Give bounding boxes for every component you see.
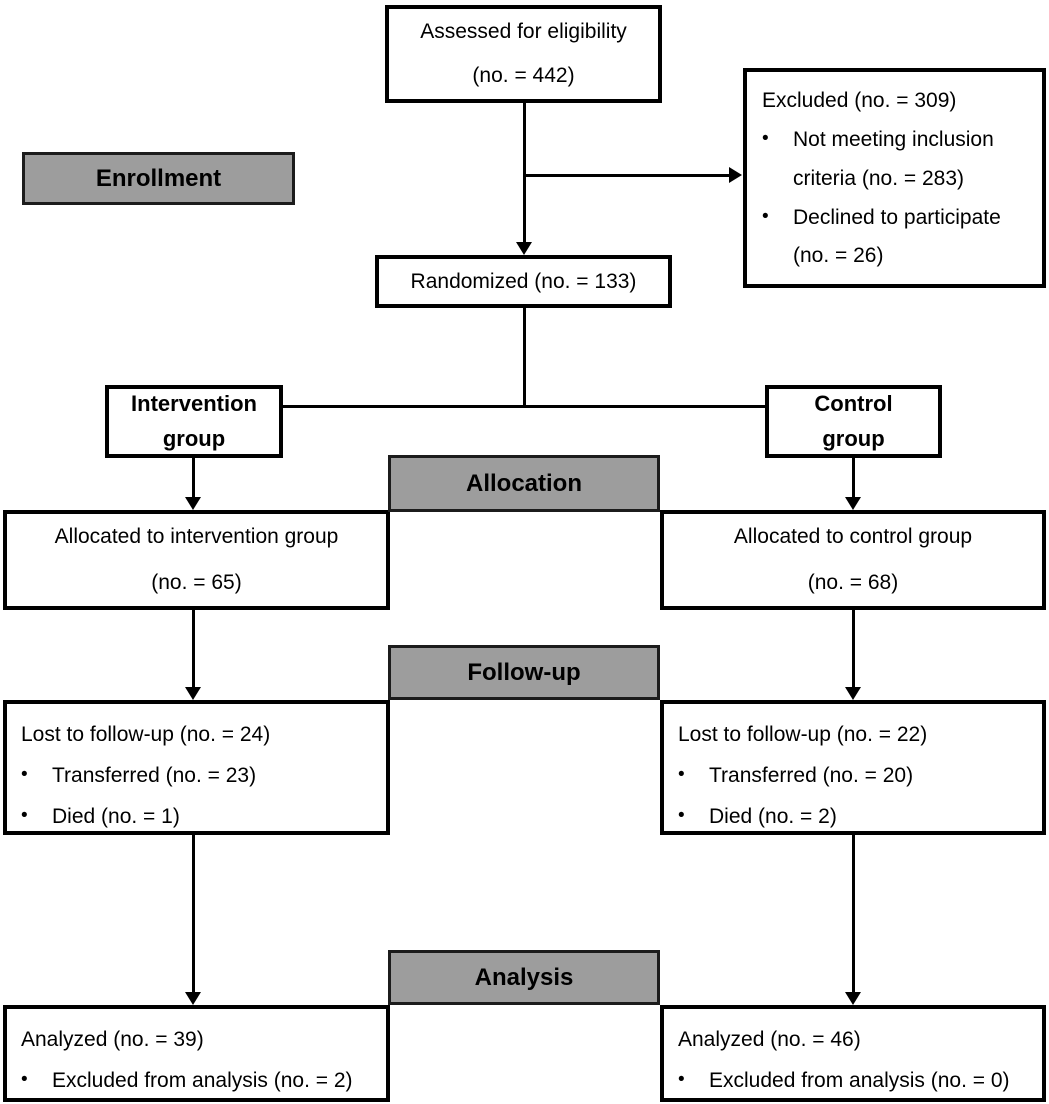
bullet-text: Excluded from analysis (no. = 0) [709,1068,1010,1092]
bullet-list: • Excluded from analysis (no. = 2) [21,1061,372,1102]
bullet-text: Excluded from analysis (no. = 2) [52,1068,353,1092]
box-lost-control: Lost to follow-up (no. = 22) • Transferre… [660,700,1046,835]
box-text-line: group [822,425,885,451]
box-title: Lost to follow-up (no. = 24) [21,723,271,746]
bullet-icon: • [21,1068,28,1090]
stage-label-enrollment: Enrollment [22,152,295,205]
box-lost-intervention: Lost to follow-up (no. = 24) • Transferre… [3,700,390,835]
bullet-item: • Transferred (no. = 23) [21,756,372,797]
bullet-item: • Transferred (no. = 20) [678,756,1028,797]
box-excluded: Excluded (no. = 309) • Not meeting inclus… [743,68,1046,288]
stage-label-text: Allocation [465,469,582,497]
stage-label-analysis: Analysis [388,950,660,1005]
box-title: Excluded (no. = 309) [762,89,957,112]
box-text-line: (no. = 65) [151,571,242,594]
box-analyzed-control: Analyzed (no. = 46) • Excluded from analy… [660,1005,1046,1102]
bullet-text: Died (no. = 2) [709,804,837,828]
arrowhead-allocated-intervention [185,497,201,510]
bullet-item: • Excluded from analysis (no. = 2) [21,1061,372,1102]
bullet-text: Transferred (no. = 20) [709,763,914,787]
box-assessed-eligibility: Assessed for eligibility (no. = 442) [385,5,662,103]
box-text-line: Allocated to intervention group [54,525,339,548]
box-title: Analyzed (no. = 46) [678,1028,861,1051]
bullet-item: • Died (no. = 2) [678,797,1028,838]
box-allocated-intervention: Allocated to intervention group (no. = 6… [3,510,390,610]
box-randomized: Randomized (no. = 133) [375,255,672,308]
connector-to-excluded [524,174,730,177]
box-text-line: group [162,425,226,451]
bullet-text: Died (no. = 1) [52,804,180,828]
connector-allocated-to-lost-control [852,610,855,688]
box-text-line: Control [814,391,893,417]
bullet-icon: • [678,804,685,826]
box-analyzed-intervention: Analyzed (no. = 39) • Excluded from analy… [3,1005,390,1102]
connector-lost-to-analyzed-control [852,835,855,993]
stage-label-text: Follow-up [467,658,581,686]
bullet-item: • Not meeting inclusion criteria (no. = 2… [762,121,1027,199]
bullet-text: Declined to participate (no. = 26) [793,205,1001,268]
connector-lost-to-analyzed-intervention [192,835,195,993]
box-control-group: Control group [765,385,942,458]
connector-allocated-to-lost-intervention [192,610,195,688]
bullet-text: Not meeting inclusion criteria (no. = 28… [793,127,994,190]
arrowhead-lost-control [845,687,861,700]
bullet-icon: • [21,804,28,826]
arrowhead-analyzed-intervention [185,992,201,1005]
stage-label-text: Enrollment [95,164,222,192]
bullet-icon: • [678,1068,685,1090]
bullet-icon: • [21,763,28,785]
split-horizontal-line [283,405,765,408]
box-text-line: (no. = 442) [472,64,575,87]
box-title: Lost to follow-up (no. = 22) [678,723,928,746]
box-intervention-group: Intervention group [105,385,283,458]
arrowhead-lost-intervention [185,687,201,700]
bullet-icon: • [678,763,685,785]
bullet-item: • Declined to participate (no. = 26) [762,199,1027,277]
bullet-icon: • [762,127,769,149]
bullet-list: • Transferred (no. = 23) • Died (no. = 1) [21,756,372,838]
box-text-line: Assessed for eligibility [420,20,627,43]
box-text-line: Intervention [131,391,257,417]
box-allocated-control: Allocated to control group (no. = 68) [660,510,1046,610]
connector-control-to-allocated [852,458,855,499]
box-text-line: Allocated to control group [733,525,973,548]
bullet-text: Transferred (no. = 23) [52,763,257,787]
bullet-item: • Excluded from analysis (no. = 0) [678,1061,1028,1102]
box-text-line: Randomized (no. = 133) [410,269,637,293]
bullet-list: • Transferred (no. = 20) • Died (no. = 2) [678,756,1028,838]
arrowhead-allocated-control [845,497,861,510]
bullet-list: • Not meeting inclusion criteria (no. = 2… [762,121,1027,276]
stage-label-followup: Follow-up [388,645,660,700]
connector-assessed-to-randomized [523,103,526,243]
bullet-list: • Excluded from analysis (no. = 0) [678,1061,1028,1102]
stage-label-text: Analysis [474,963,574,991]
arrowhead-randomized [516,242,532,255]
stage-label-allocation: Allocation [388,455,660,512]
box-text-line: (no. = 68) [807,571,899,594]
arrowhead-excluded [729,167,742,183]
bullet-icon: • [762,205,769,227]
box-title: Analyzed (no. = 39) [21,1028,204,1051]
bullet-item: • Died (no. = 1) [21,797,372,838]
connector-randomized-to-split [523,308,526,408]
arrowhead-analyzed-control [845,992,861,1005]
connector-intervention-to-allocated [192,458,195,499]
